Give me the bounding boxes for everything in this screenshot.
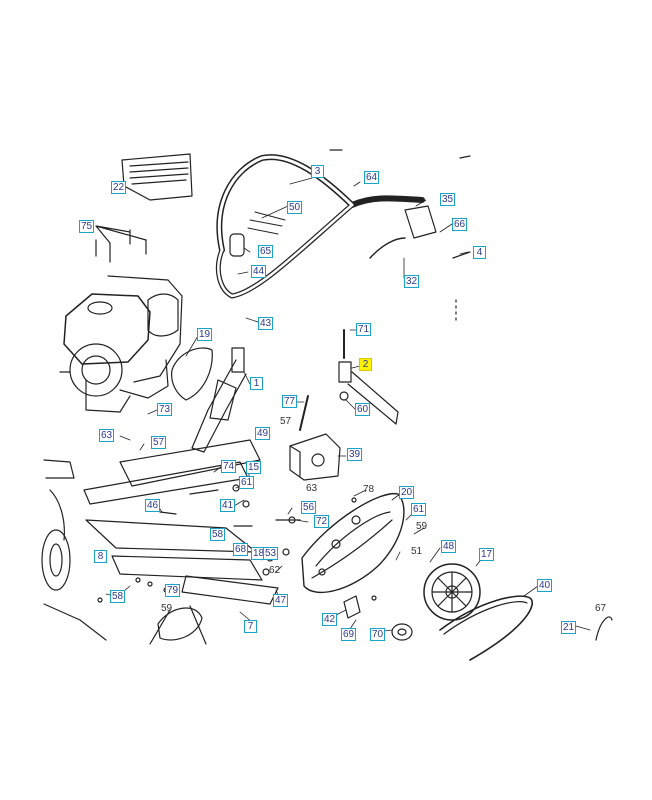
- callout-59-plain-left[interactable]: 59: [161, 603, 173, 614]
- callout-2-highlighted[interactable]: 2: [359, 358, 372, 371]
- callout-43[interactable]: 43: [258, 317, 274, 330]
- callout-73-lower[interactable]: 58: [210, 528, 226, 541]
- callout-63-left[interactable]: 63: [99, 429, 115, 442]
- callout-18[interactable]: 18: [251, 547, 267, 560]
- callout-44[interactable]: 44: [251, 265, 267, 278]
- callout-62-plain[interactable]: 62: [269, 565, 281, 576]
- callout-67-plain[interactable]: 67: [595, 603, 607, 614]
- callout-48[interactable]: 48: [441, 540, 457, 553]
- callout-60[interactable]: 60: [355, 403, 371, 416]
- callout-4[interactable]: 4: [473, 246, 486, 259]
- callout-21[interactable]: 21: [561, 621, 577, 634]
- callout-17[interactable]: 17: [479, 548, 495, 561]
- callout-78-plain[interactable]: 78: [363, 484, 375, 495]
- callout-63-plain[interactable]: 63: [306, 483, 318, 494]
- handlebar-drawing: [215, 149, 471, 321]
- right-wheel-drawing: [595, 616, 613, 641]
- callout-7[interactable]: 7: [244, 620, 257, 633]
- left-wheel-drawing: [41, 459, 107, 641]
- callout-58[interactable]: 58: [110, 590, 126, 603]
- callout-51-plain[interactable]: 51: [411, 546, 423, 557]
- callout-57-boxed[interactable]: 57: [151, 436, 167, 449]
- bracket-drawing: [343, 595, 361, 619]
- callout-22[interactable]: 22: [111, 181, 127, 194]
- callout-35[interactable]: 35: [440, 193, 456, 206]
- small-pulley-drawing: [391, 623, 413, 641]
- callout-61-right[interactable]: 61: [411, 503, 427, 516]
- callout-41[interactable]: 41: [220, 499, 236, 512]
- pulley-drawing: [423, 563, 534, 661]
- callout-47[interactable]: 47: [273, 594, 289, 607]
- callout-74[interactable]: 74: [221, 460, 237, 473]
- callout-39[interactable]: 39: [347, 448, 363, 461]
- callout-49[interactable]: 49: [255, 427, 271, 440]
- callout-53[interactable]: 53: [263, 547, 279, 560]
- callout-42[interactable]: 42: [322, 613, 338, 626]
- callout-70[interactable]: 70: [370, 628, 386, 641]
- callout-8[interactable]: 8: [94, 550, 107, 563]
- callout-3[interactable]: 3: [311, 165, 324, 178]
- callout-72[interactable]: 72: [314, 515, 330, 528]
- callout-32[interactable]: 32: [404, 275, 420, 288]
- callout-40[interactable]: 40: [537, 579, 553, 592]
- belt-cover-drawing: [301, 492, 405, 594]
- callout-71[interactable]: 71: [356, 323, 372, 336]
- callout-64[interactable]: 64: [364, 171, 380, 184]
- callout-50[interactable]: 50: [287, 201, 303, 214]
- callout-68[interactable]: 68: [233, 543, 249, 556]
- callout-20[interactable]: 20: [399, 486, 415, 499]
- air-filter-drawing: [121, 153, 193, 201]
- tine-drawing: [149, 605, 207, 645]
- shroud-drawing: [171, 347, 213, 401]
- callout-1[interactable]: 1: [250, 377, 263, 390]
- frame-drawing: [83, 347, 279, 605]
- callout-59-plain-right[interactable]: 59: [416, 521, 428, 532]
- callout-56[interactable]: 56: [301, 501, 317, 514]
- callout-66[interactable]: 66: [452, 218, 468, 231]
- callout-46[interactable]: 46: [145, 499, 161, 512]
- callout-77[interactable]: 77: [282, 395, 298, 408]
- gearbox-drawing: [289, 433, 341, 481]
- callout-79[interactable]: 79: [165, 584, 181, 597]
- callout-73-upper[interactable]: 73: [157, 403, 173, 416]
- callout-15[interactable]: 15: [246, 461, 262, 474]
- callout-19[interactable]: 19: [197, 328, 213, 341]
- pin-drawing: [299, 329, 399, 431]
- callout-57-plain[interactable]: 57: [280, 416, 292, 427]
- callout-69[interactable]: 69: [341, 628, 357, 641]
- callout-61-upper[interactable]: 61: [239, 476, 255, 489]
- bolts-drawing: [95, 225, 147, 263]
- callout-65[interactable]: 65: [258, 245, 274, 258]
- engine-drawing: [59, 275, 183, 413]
- callout-75[interactable]: 75: [79, 220, 95, 233]
